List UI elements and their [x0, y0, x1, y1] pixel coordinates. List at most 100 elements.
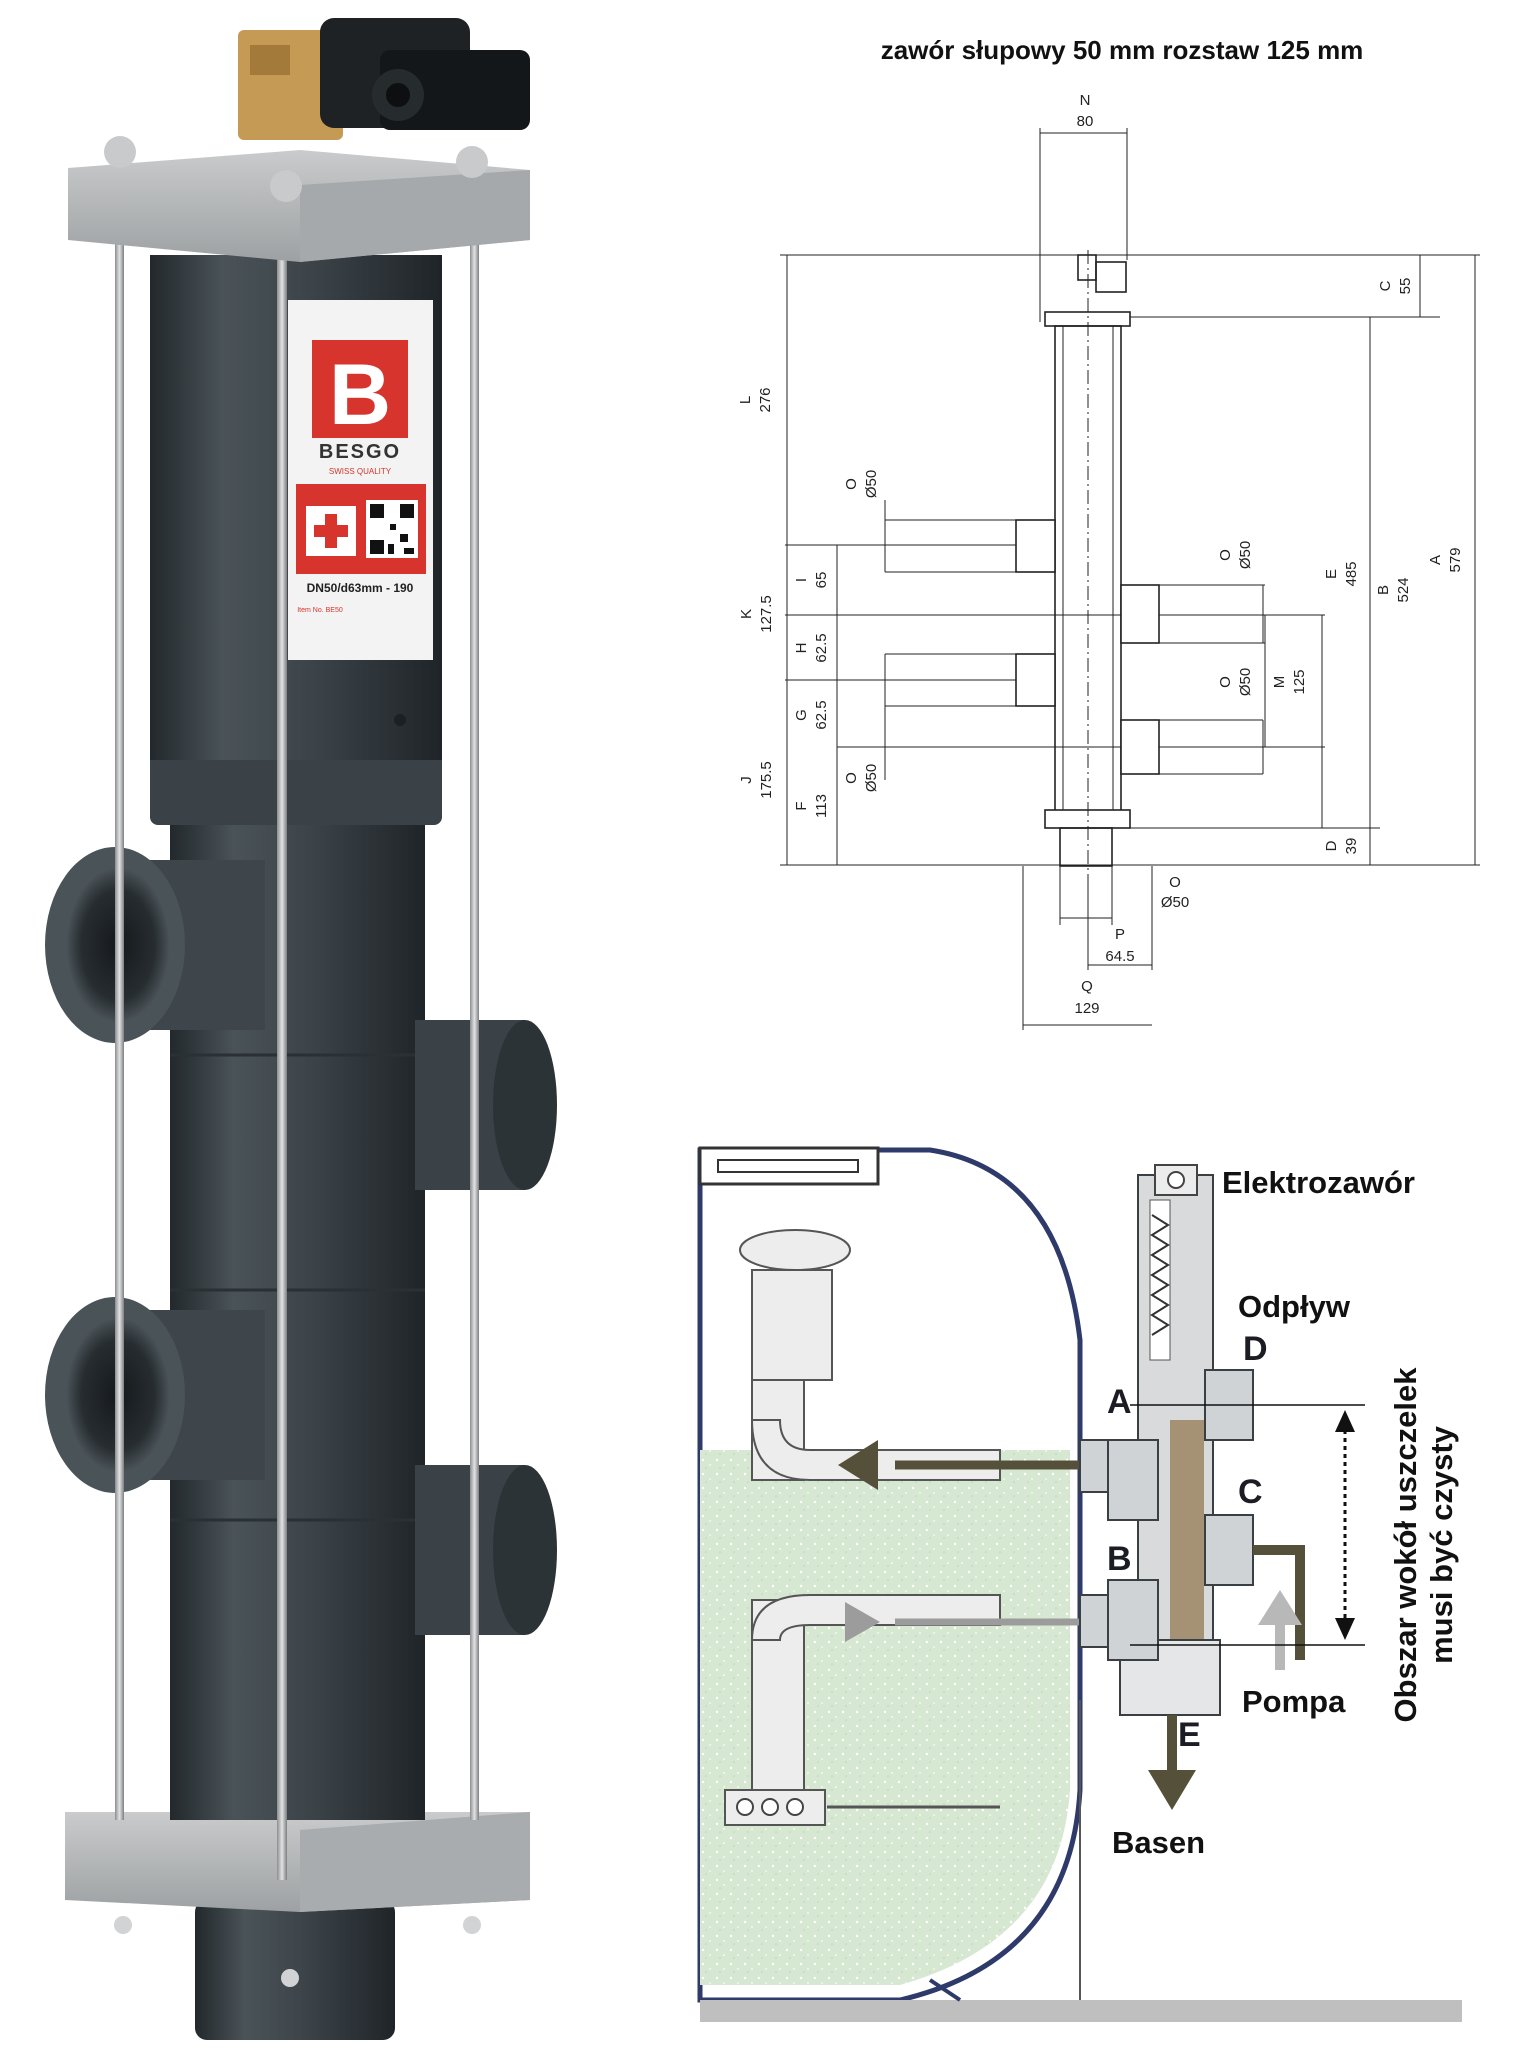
dim-letter: G: [793, 709, 810, 721]
brand-tagline: SWISS QUALITY: [329, 467, 392, 476]
dim-value: 524: [1395, 577, 1412, 602]
dimension-label-O-bottom: O Ø50: [1161, 874, 1189, 911]
dim-letter: A: [1427, 555, 1444, 565]
dim-letter: E: [1323, 569, 1340, 579]
dim-value: 65: [813, 572, 830, 589]
dim-letter: J: [738, 776, 755, 784]
dim-letter: O: [1217, 676, 1234, 688]
dimension-label-O-right-top: O Ø50: [1217, 541, 1254, 569]
dim-letter: O: [843, 478, 860, 490]
dim-value: 80: [1077, 113, 1094, 130]
port-upper-left: [45, 847, 265, 1043]
dimension-label-I: I 65: [793, 572, 830, 589]
dimension-label-L: L 276: [737, 387, 774, 412]
dim-value: 62.5: [813, 700, 830, 729]
dimension-label-F: F 113: [793, 794, 830, 818]
port-upper-right: [415, 1020, 557, 1190]
nut: [104, 136, 136, 168]
tie-rod: [277, 240, 287, 1880]
port-letter-c: C: [1238, 1473, 1263, 1511]
item-number: Item No. BE50: [297, 607, 343, 614]
internal-pipework: [724, 1229, 1001, 1826]
dimension-label-E: E 485: [1323, 561, 1360, 586]
drawing-title: zawór słupowy 50 mm rozstaw 125 mm: [881, 35, 1364, 65]
dim-letter: C: [1377, 280, 1394, 291]
dim-letter: P: [1115, 926, 1125, 943]
dim-value: Ø50: [863, 764, 880, 792]
dim-value: 129: [1074, 1000, 1099, 1017]
tie-rod: [470, 240, 479, 1820]
installation-schematic: Elektrozawór Odpływ Pompa Basen A B C D …: [690, 1080, 1513, 2066]
dimension-label-H: H 62.5: [793, 633, 830, 662]
port-letter-d: D: [1243, 1330, 1268, 1368]
dim-letter: H: [793, 643, 810, 654]
dim-letter: O: [843, 772, 860, 784]
dimension-label-Q: Q 129: [1074, 978, 1099, 1017]
solenoid-valve: [238, 18, 530, 140]
dim-value: 485: [1343, 561, 1360, 586]
dim-value: 276: [757, 387, 774, 412]
model-text: DN50/d63mm - 190: [307, 581, 414, 595]
seal-note-line1: Obszar wokół uszczelek: [1388, 1367, 1423, 1723]
brand-logo: [312, 340, 408, 438]
product-photo: B BESGO SWISS QUALITY DN50/d63mm - 190 I…: [0, 0, 720, 2066]
dim-value: Ø50: [1161, 894, 1189, 911]
qr-code-icon: [366, 500, 418, 558]
dimension-label-M: M 125: [1271, 669, 1308, 694]
seal-note-line2: musi być czysty: [1424, 1425, 1459, 1664]
port-letter-e: E: [1178, 1716, 1201, 1754]
port-letter-a: A: [1107, 1383, 1132, 1421]
dim-value: 125: [1291, 669, 1308, 694]
dimension-label-O-low: O Ø50: [843, 764, 880, 792]
dim-letter: K: [738, 609, 755, 619]
brand-name: BESGO: [319, 441, 401, 463]
dim-letter: M: [1271, 676, 1288, 689]
dimension-label-P: P 64.5: [1105, 926, 1134, 965]
dim-letter: B: [1375, 585, 1392, 595]
dim-letter: I: [793, 578, 810, 582]
solenoid-icon: [1154, 1164, 1198, 1196]
dim-letter: L: [737, 396, 754, 404]
dim-letter: D: [1323, 840, 1340, 851]
dimension-drawing: zawór słupowy 50 mm rozstaw 125 mm: [720, 0, 1513, 1060]
dimension-label-C: C 55: [1377, 278, 1414, 295]
dimension-label-A: A 579: [1427, 547, 1464, 572]
port-lower-left: [45, 1297, 265, 1493]
label-pompa: Pompa: [1242, 1684, 1346, 1719]
tie-rod: [115, 240, 124, 1820]
label-odplyw: Odpływ: [1238, 1289, 1351, 1324]
dimension-label-K: K 127.5: [738, 595, 775, 633]
dimension-label-N: N 80: [1077, 92, 1094, 130]
flow-arrow-pool: [1148, 1715, 1196, 1810]
dim-value: 175.5: [758, 761, 775, 799]
flow-arrow-pump: [1258, 1590, 1302, 1670]
dim-letter: O: [1217, 549, 1234, 561]
bottom-spigot: [195, 1900, 395, 2040]
port-lower-right: [415, 1465, 557, 1635]
dim-value: Ø50: [1237, 541, 1254, 569]
dimension-lines: [780, 128, 1480, 1030]
spring-icon: [1150, 1214, 1170, 1336]
dimension-label-B: B 524: [1375, 577, 1412, 602]
swiss-cross-icon: [306, 506, 356, 556]
brand-logo-letter: B: [329, 347, 391, 443]
label-elektrozawor: Elektrozawór: [1222, 1165, 1415, 1200]
multiport-valve: [1107, 1174, 1254, 1716]
dim-letter: O: [1169, 874, 1181, 891]
dim-value: 579: [1447, 547, 1464, 572]
collar: [150, 745, 442, 825]
dim-value: Ø50: [863, 470, 880, 498]
seal-area-note: Obszar wokół uszczelek musi być czysty: [1388, 1367, 1459, 1723]
product-label: B BESGO SWISS QUALITY DN50/d63mm - 190 I…: [288, 300, 433, 660]
dim-value: Ø50: [1237, 668, 1254, 696]
port-letter-b: B: [1107, 1540, 1132, 1578]
dimension-label-J: J 175.5: [738, 761, 775, 799]
nut: [456, 146, 488, 178]
dim-letter: Q: [1081, 978, 1093, 995]
dim-value: 55: [1397, 278, 1414, 295]
dim-letter: N: [1080, 92, 1091, 109]
dimension-label-G: G 62.5: [793, 700, 830, 729]
dim-letter: F: [793, 801, 810, 810]
nut: [270, 170, 302, 202]
dim-value: 62.5: [813, 633, 830, 662]
